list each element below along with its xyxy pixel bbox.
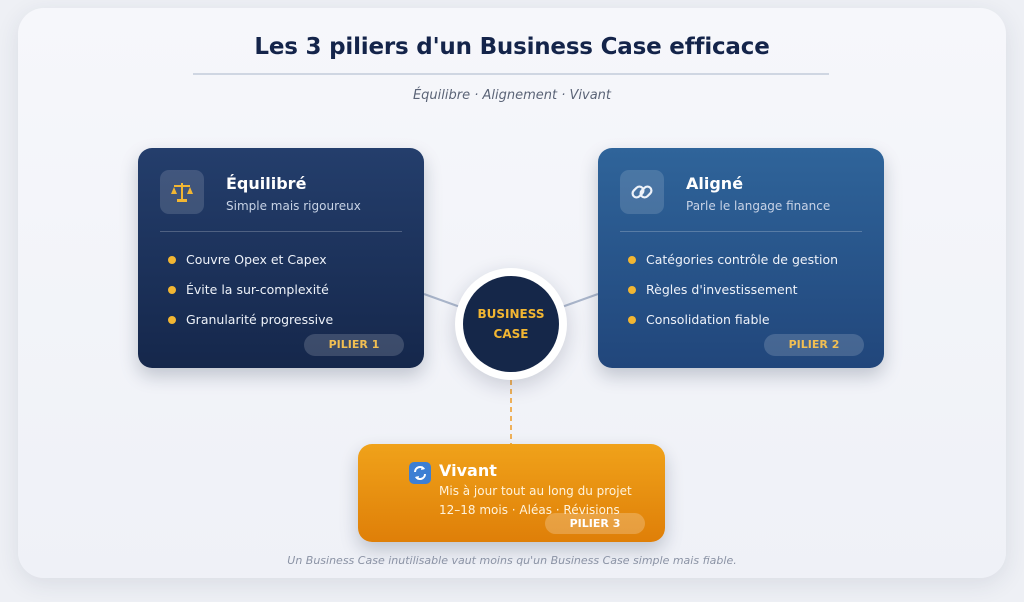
pillar-card-3: Vivant Mis à jour tout au long du projet… (358, 444, 665, 542)
pillar-subtitle: Simple mais rigoureux (226, 199, 361, 213)
page-subtitle: Équilibre · Alignement · Vivant (412, 88, 612, 103)
balance-scale-icon (160, 170, 204, 214)
pillar-bullets: Couvre Opex et Capex Évite la sur-comple… (168, 252, 333, 342)
card-divider (160, 231, 402, 232)
bullet-text: Catégories contrôle de gestion (646, 252, 839, 267)
connector-pillar-1 (423, 293, 464, 309)
title-divider (193, 73, 829, 75)
bullet-dot-icon (168, 316, 176, 324)
hub-label-line1: BUSINESS (477, 307, 545, 321)
bullet-dot-icon (628, 256, 636, 264)
page-title: Les 3 piliers d'un Business Case efficac… (254, 34, 770, 60)
bullet-item: Évite la sur-complexité (168, 282, 333, 312)
pillar-subtitle: Parle le langage finance (686, 199, 831, 213)
pillar-title: Vivant (439, 461, 497, 480)
bullet-text: Couvre Opex et Capex (186, 252, 327, 267)
pillar-description: Mis à jour tout au long du projet (439, 484, 632, 498)
bullet-dot-icon (168, 256, 176, 264)
bullet-dot-icon (628, 286, 636, 294)
pillar-badge: PILIER 2 (764, 334, 864, 356)
pillar-title: Aligné (686, 174, 744, 193)
pillar-card-1: Équilibré Simple mais rigoureux Couvre O… (138, 148, 424, 368)
bullet-item: Couvre Opex et Capex (168, 252, 333, 282)
pillar-title: Équilibré (226, 174, 307, 193)
bullet-item: Catégories contrôle de gestion (628, 252, 838, 282)
bullet-text: Évite la sur-complexité (186, 282, 329, 297)
footer-note: Un Business Case inutilisable vaut moins… (287, 554, 737, 567)
pillar-card-2: Aligné Parle le langage finance Catégori… (598, 148, 884, 368)
bullet-dot-icon (628, 316, 636, 324)
bullet-text: Granularité progressive (186, 312, 334, 327)
hub-label-line2: CASE (493, 327, 529, 341)
link-chain-icon (620, 170, 664, 214)
hub-circle: BUSINESS CASE (463, 276, 559, 372)
bullet-text: Consolidation fiable (646, 312, 770, 327)
refresh-icon (409, 462, 431, 484)
pillar-details: 12–18 mois · Aléas · Révisions (439, 503, 620, 517)
bullet-text: Règles d'investissement (646, 282, 798, 297)
bullet-dot-icon (168, 286, 176, 294)
pillar-bullets: Catégories contrôle de gestion Règles d'… (628, 252, 838, 342)
bullet-item: Granularité progressive (168, 312, 333, 342)
pillar-badge: PILIER 1 (304, 334, 404, 356)
hub-label: BUSINESS CASE (471, 304, 551, 344)
card-divider (620, 231, 862, 232)
bullet-item: Consolidation fiable (628, 312, 838, 342)
bullet-item: Règles d'investissement (628, 282, 838, 312)
pillar-badge: PILIER 3 (545, 513, 645, 534)
connector-pillar-2 (558, 293, 599, 309)
